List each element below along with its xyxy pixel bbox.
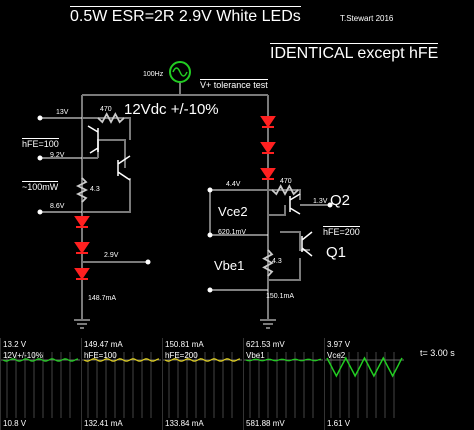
transistor-right-q2 — [289, 193, 301, 215]
scope-trace-plot — [244, 352, 323, 418]
circuit-subtitle: IDENTICAL except hFE — [270, 43, 439, 62]
left-hfe-label: hFE=100 — [22, 138, 59, 149]
ac-source-icon — [169, 61, 191, 83]
scope-1[interactable]: 13.2 V 12V+/-10% 10.8 V — [0, 338, 80, 430]
scope-trace — [83, 358, 160, 362]
scope-trace — [164, 358, 241, 362]
source-freq-label: 100Hz — [143, 71, 164, 78]
scope-label: hFE=200 — [165, 351, 198, 360]
left-8-6v-label: 8.6V — [50, 203, 65, 210]
led-icon — [74, 242, 90, 254]
vce2-value-label: 620.1mV — [218, 229, 247, 236]
left-2-9v-label: 2.9V — [104, 252, 119, 259]
q2-label: Q2 — [330, 192, 351, 209]
scope-label: 12V+/-10% — [3, 351, 43, 360]
scope-top-value: 621.53 mV — [246, 340, 285, 349]
left-r2-label: 4.3 — [90, 186, 100, 193]
led-icon — [74, 268, 90, 280]
scope-top-value: 3.97 V — [327, 340, 351, 349]
ac-source-wave-icon — [172, 67, 188, 77]
resistor-right-r2 — [262, 249, 274, 277]
led-icon — [260, 168, 276, 180]
vbe1-label: Vbe1 — [214, 258, 245, 273]
led-icon — [260, 142, 276, 154]
ground-right-icon — [260, 319, 276, 329]
supply-label: 12Vdc +/-10% — [124, 101, 219, 118]
scope-4[interactable]: 621.53 mV Vbe1 581.88 mV — [243, 338, 323, 430]
wire-left-top-bar — [82, 117, 131, 140]
scope-trace — [326, 356, 403, 378]
right-r1-label: 470 — [280, 178, 292, 185]
scope-top-value: 149.47 mA — [84, 340, 123, 349]
transistor-right-q1 — [301, 231, 313, 257]
right-hfe-label: hFE=200 — [323, 226, 360, 237]
scope-bottom-value: 133.84 mA — [165, 419, 204, 428]
right-current-label: 150.1mA — [266, 293, 295, 300]
right-1-3v-label: 1.3V — [313, 198, 328, 205]
scope-trace-plot — [82, 352, 161, 418]
left-r1-label: 470 — [100, 106, 112, 113]
scope-label: Vce2 — [327, 351, 346, 360]
ground-left-icon — [74, 319, 90, 329]
scope-label: hFE=100 — [84, 351, 117, 360]
scope-top-value: 13.2 V — [3, 340, 27, 349]
resistor-left-r2 — [75, 177, 89, 203]
schematic[interactable] — [0, 0, 474, 340]
wire-left-mid — [82, 178, 131, 213]
left-current-label: 148.7mA — [88, 295, 117, 302]
left-power-label: ~100mW — [22, 181, 59, 192]
scope-trace — [245, 358, 322, 362]
wire-right-q2 — [268, 205, 286, 216]
scope-top-value: 150.81 mA — [165, 340, 204, 349]
wire-right-q1 — [280, 231, 310, 251]
scope-bottom-value: 1.61 V — [327, 419, 351, 428]
scope-bottom-value: 132.41 mA — [84, 419, 123, 428]
scope-label: Vbe1 — [246, 351, 265, 360]
sim-time-label: t= 3.00 s — [420, 348, 455, 358]
scope-3[interactable]: 150.81 mA hFE=200 133.84 mA — [162, 338, 242, 430]
q1-label: Q1 — [326, 244, 347, 261]
scope-trace-plot — [325, 352, 404, 418]
vce2-label: Vce2 — [218, 204, 248, 219]
scope-2[interactable]: 149.47 mA hFE=100 132.41 mA — [81, 338, 161, 430]
scope-5[interactable]: 3.97 V Vce2 1.61 V — [324, 338, 404, 430]
wire-left-transistor — [97, 139, 126, 168]
scope-trace-plot — [1, 352, 80, 418]
resistor-left-r1 — [97, 112, 125, 124]
right-r2-label: 4.3 — [272, 258, 282, 265]
circuit-title: 0.5W ESR=2R 2.9V White LEDs — [70, 6, 301, 25]
led-icon — [74, 216, 90, 228]
right-4-4v-label: 4.4V — [226, 181, 241, 188]
left-9-2v-label: 9.2V — [50, 152, 65, 159]
tolerance-label: V+ tolerance test — [200, 79, 268, 90]
resistor-right-r1 — [271, 184, 299, 196]
wire-right-bottom — [268, 258, 301, 281]
led-icon — [260, 116, 276, 128]
transistor-left-lower — [117, 155, 131, 181]
scope-bottom-value: 581.88 mV — [246, 419, 285, 428]
node-2-9v — [145, 259, 151, 265]
transistor-left-upper — [87, 125, 99, 154]
scope-bottom-value: 10.8 V — [3, 419, 27, 428]
scope-trace — [2, 358, 79, 362]
wire-right-node — [250, 189, 301, 200]
scope-panel[interactable]: 13.2 V 12V+/-10% 10.8 V 149.47 mA hFE=100 132… — [0, 338, 474, 430]
left-13v-label: 13V — [56, 109, 69, 116]
author-label: T.Stewart 2016 — [340, 14, 394, 23]
scope-trace-plot — [163, 352, 242, 418]
